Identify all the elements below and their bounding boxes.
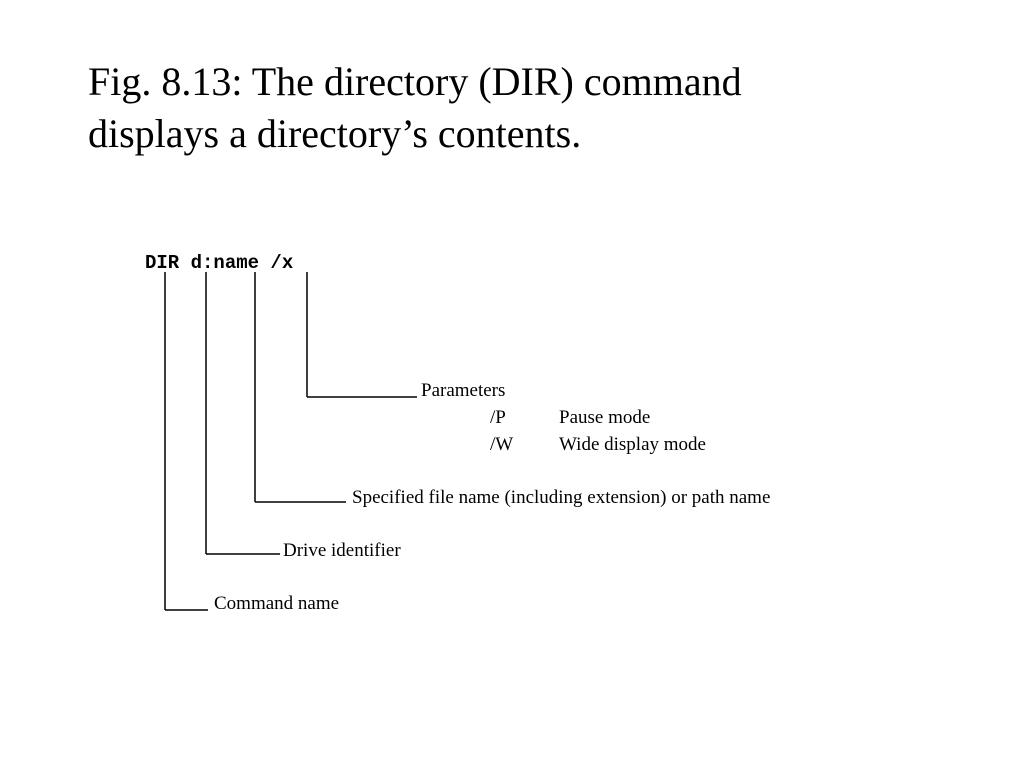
figure-title: Fig. 8.13: The directory (DIR) command d… (88, 56, 948, 160)
figure-title-line-2: displays a directory’s contents. (88, 111, 582, 156)
parameter-option-description: Wide display mode (559, 434, 706, 455)
parameters-label: Parameters (421, 380, 506, 401)
parameter-option-code: /W (490, 434, 514, 455)
parameter-option-code: /P (490, 407, 506, 428)
drive-identifier-label: Drive identifier (283, 540, 401, 561)
command-syntax: DIR d:name /x (145, 252, 294, 274)
figure-title-line-1: Fig. 8.13: The directory (DIR) command (88, 59, 742, 104)
command-name-label: Command name (214, 593, 340, 614)
parameter-option-description: Pause mode (559, 407, 651, 428)
file-name-label: Specified file name (including extension… (352, 487, 771, 508)
